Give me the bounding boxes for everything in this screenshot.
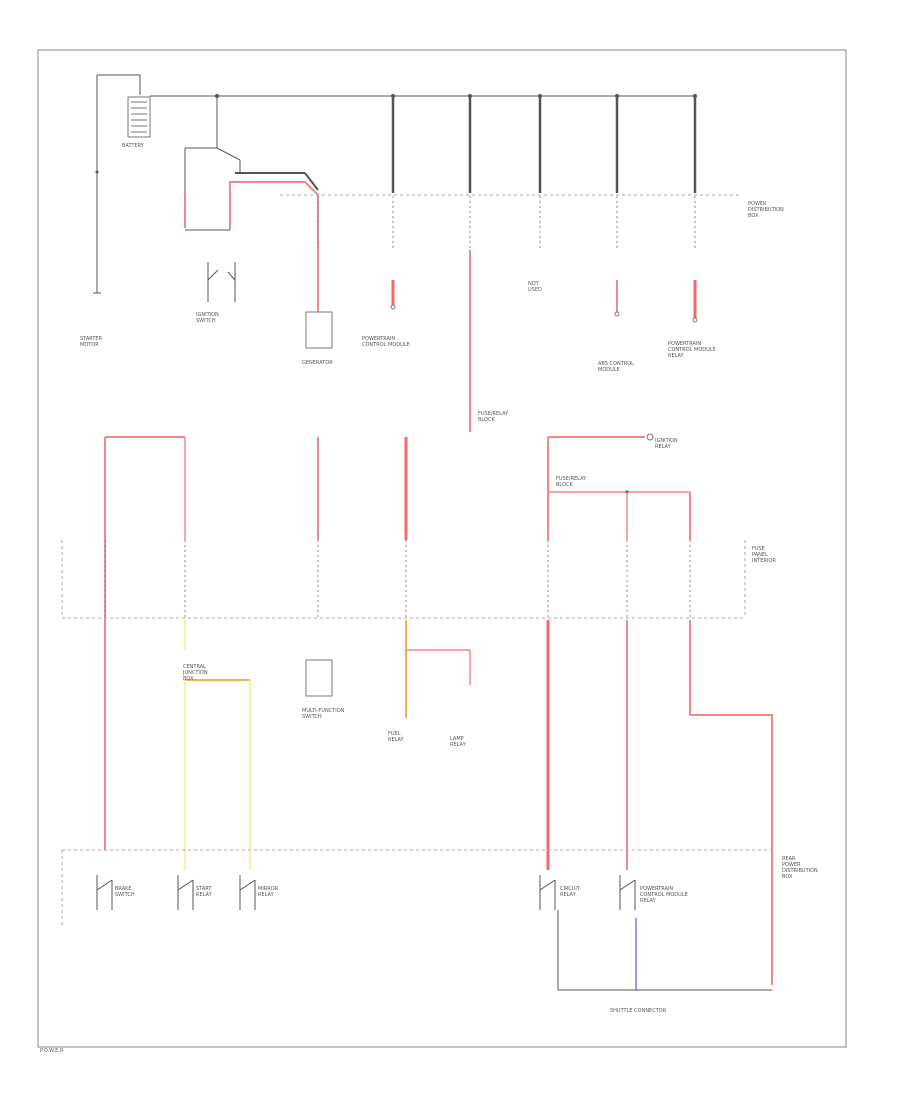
multi-function-icon xyxy=(305,659,333,697)
interior-fuse-panel-box xyxy=(61,540,746,619)
rear-pdb-box xyxy=(61,849,775,925)
ignition-switch-icon xyxy=(207,262,236,302)
top-fuses xyxy=(317,196,696,250)
relay-switch-icons xyxy=(96,875,636,910)
battery-section: BATTERY xyxy=(93,74,697,294)
shuttle-connector xyxy=(557,910,772,991)
middle-fuses xyxy=(104,540,691,620)
generator-icon xyxy=(305,311,333,349)
shuttle-connector-label: SHUTTLE CONNECTOR xyxy=(610,1008,667,1014)
battery-label: BATTERY xyxy=(122,143,145,149)
diagram-frame xyxy=(37,49,847,1048)
generator-label: GENERATOR xyxy=(302,360,333,366)
lower-wires xyxy=(184,620,773,985)
page-reference: P.O.W.E.R xyxy=(40,1048,64,1054)
middle-wires xyxy=(104,433,691,850)
battery-icon xyxy=(127,96,151,138)
